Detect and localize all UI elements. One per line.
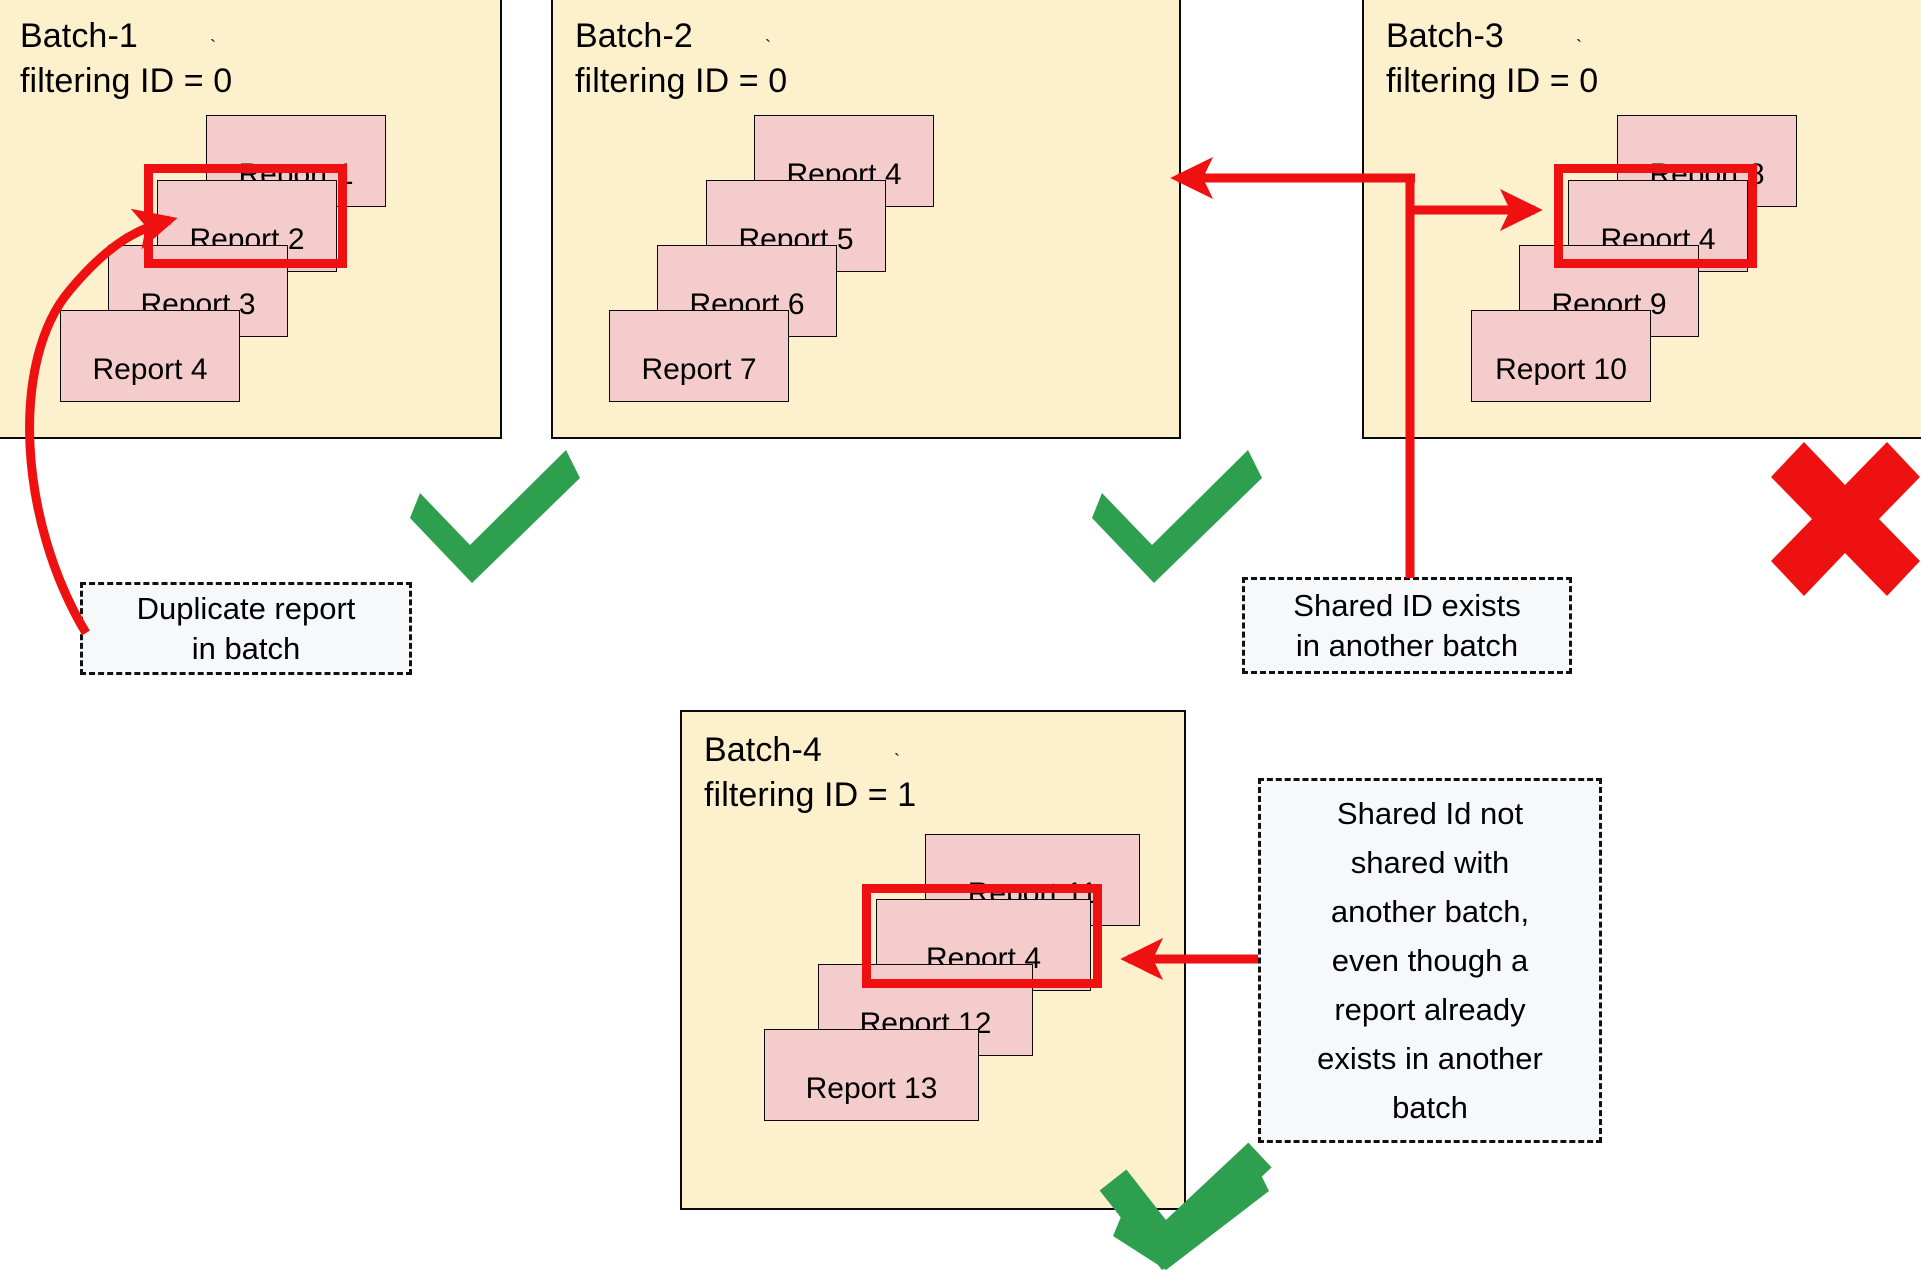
callout-not-shared-line5: report already xyxy=(1334,992,1526,1027)
callout-duplicate-line1: Duplicate report xyxy=(136,590,356,626)
callout-shared-exists-line2: in another batch xyxy=(1295,627,1519,663)
green-check-icon xyxy=(1092,450,1262,583)
red-x-icon xyxy=(1771,442,1920,596)
report-card[interactable]: Report 13 xyxy=(764,1029,979,1121)
report-card-label: Report 10 xyxy=(1495,353,1627,386)
report-card[interactable]: Report 10 xyxy=(1471,310,1651,402)
batch-panel-2: Batch-2 filtering ID = 0 ` Report 4 Repo… xyxy=(551,0,1181,439)
callout-shared-exists-line1: Shared ID exists xyxy=(1293,587,1521,623)
callout-not-shared-line2: shared with xyxy=(1350,845,1510,880)
callout-shared-id-not-shared: Shared Id not shared with another batch,… xyxy=(1258,778,1602,1143)
batch-4-title: Batch-4 filtering ID = 1 xyxy=(704,731,917,814)
batch-3-title: Batch-3 filtering ID = 0 xyxy=(1386,17,1599,100)
callout-not-shared-line6: exists in another xyxy=(1317,1041,1543,1076)
callout-not-shared-line7: batch xyxy=(1392,1090,1468,1125)
callout-duplicate-report: Duplicate report in batch xyxy=(80,582,412,675)
callout-not-shared-line3: another batch, xyxy=(1330,894,1530,929)
batch-panel-1: Batch-1 filtering ID = 0 ` Report 1 Repo… xyxy=(0,0,502,439)
shared-id-highlight-frame xyxy=(1554,164,1757,268)
batch-panel-3: Batch-3 filtering ID = 0 ` Report 8 Repo… xyxy=(1362,0,1921,439)
report-card-label: Report 4 xyxy=(92,353,208,386)
batch-3-tick-mark: ` xyxy=(1576,36,1582,56)
callout-shared-id-exists: Shared ID exists in another batch xyxy=(1242,577,1572,674)
report-card[interactable]: Report 7 xyxy=(609,310,789,402)
batch-panel-4: Batch-4 filtering ID = 1 ` Report 11 Rep… xyxy=(680,710,1186,1210)
batch-1-tick-mark: ` xyxy=(210,36,216,56)
green-check-icon xyxy=(410,450,580,583)
batch-2-tick-mark: ` xyxy=(765,36,771,56)
callout-duplicate-line2: in batch xyxy=(191,630,301,666)
callout-not-shared-line4: even though a xyxy=(1331,943,1529,978)
duplicate-report-highlight-frame xyxy=(144,164,347,268)
report-card-label: Report 13 xyxy=(805,1072,938,1105)
batch-4-tick-mark: ` xyxy=(894,750,900,770)
callout-not-shared-line1: Shared Id not xyxy=(1336,796,1524,831)
batch-2-title: Batch-2 filtering ID = 0 xyxy=(575,17,788,100)
shared-id-not-shared-highlight-frame xyxy=(862,884,1102,988)
batch-1-title: Batch-1 filtering ID = 0 xyxy=(20,17,233,100)
report-card-label: Report 7 xyxy=(641,353,757,386)
report-card[interactable]: Report 4 xyxy=(60,310,240,402)
